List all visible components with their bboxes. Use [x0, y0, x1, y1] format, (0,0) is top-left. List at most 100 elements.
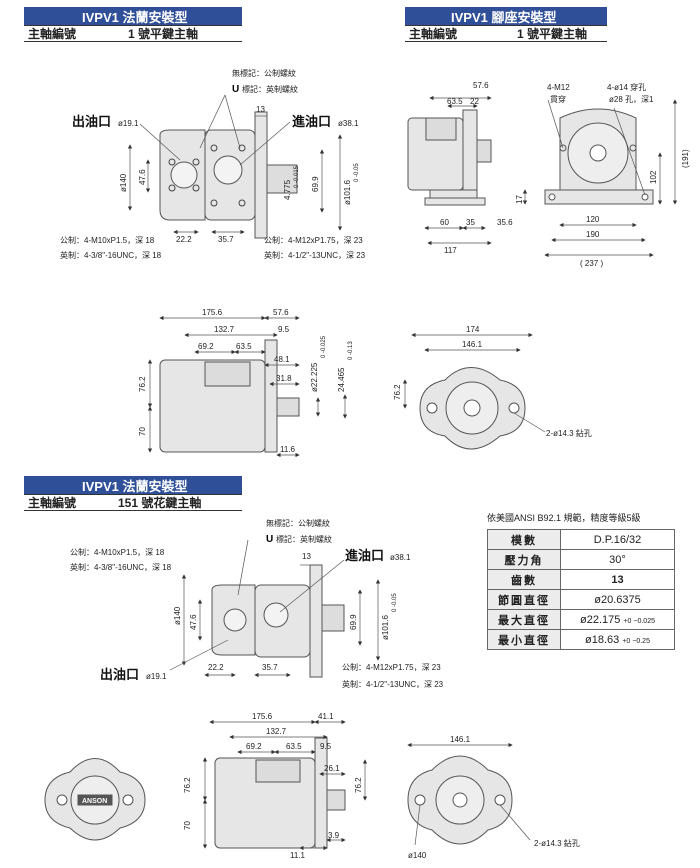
pump-end-view-bottom: [407, 755, 513, 845]
foot-through: 貫穿: [550, 94, 566, 104]
pump-side-view-mid: [159, 339, 300, 453]
shaft-row-flange-1: 主軸編號 1 號平鍵主軸: [24, 25, 242, 42]
spec-key: 最大直徑: [487, 609, 561, 630]
b-dim-140: ø140: [173, 606, 182, 625]
dim-4-775: 4.775: [283, 179, 292, 200]
foot-dim-60: 60: [440, 218, 449, 227]
bm-dim-69-2: 69.2: [246, 742, 262, 751]
u-mark-note: 標記：英制螺紋: [242, 84, 298, 94]
outlet-label: 進油口: [292, 114, 331, 129]
bm-dim-3-9: 3.9: [328, 831, 340, 840]
pump-end-view-mid: [419, 367, 526, 450]
inch-thread-right: 英制：4-1/2"-13UNC，深 23: [264, 250, 366, 260]
section-title-foot: IVPV1 腳座安裝型: [405, 7, 607, 25]
spec-value: ø18.63: [585, 633, 620, 646]
section-title-flange-1: IVPV1 法蘭安裝型: [24, 7, 242, 25]
b-dim-47-6: 47.6: [189, 614, 198, 630]
shaft-value: 1 號平鍵主軸: [128, 27, 199, 41]
spec-key: 齒數: [487, 569, 561, 590]
dim-140: ø140: [119, 173, 128, 192]
foot-dim-237: ( 237 ): [580, 259, 603, 268]
bm-dim-132-7: 132.7: [266, 727, 287, 736]
b-inch-right: 英制：4-1/2"-13UNC，深 23: [342, 679, 444, 689]
shaft-value: 151 號花鍵主軸: [118, 496, 202, 510]
foot-spot-28: ø28 孔，深1: [609, 95, 654, 104]
foot-dim-35-6: 35.6: [497, 218, 513, 227]
b-u-mark: U: [266, 534, 273, 545]
b-outlet-size: ø38.1: [390, 553, 411, 562]
shaft-value: 1 號平鍵主軸: [517, 27, 588, 41]
foot-dim-57-6: 57.6: [473, 81, 489, 90]
br-holes: 2-ø14.3 鉆孔: [534, 838, 580, 848]
b-no-mark: 無標記：公制螺紋: [266, 518, 330, 528]
mid-dim-63-5: 63.5: [236, 342, 252, 351]
b-dim-69-9: 69.9: [349, 614, 358, 630]
b-dim-22-2: 22.2: [208, 663, 224, 672]
end-holes: 2-ø14.3 鉆孔: [546, 428, 592, 438]
foot-dim-35: 35: [466, 218, 475, 227]
bm-dim-175-6: 175.6: [252, 712, 273, 721]
shaft-label: 主軸編號: [28, 27, 77, 41]
mid-dim-76-2: 76.2: [138, 376, 147, 392]
end-dim-174: 174: [466, 325, 480, 334]
spec-value-cell: ø22.175 +0 −0.025: [560, 609, 675, 630]
mid-dim-57-6: 57.6: [273, 308, 289, 317]
foot-m12: 4-M12: [547, 83, 570, 92]
mid-dim-9-5: 9.5: [278, 325, 290, 334]
foot-dim-102: 102: [649, 170, 658, 184]
shaft-row-foot: 主軸編號 1 號平鍵主軸: [405, 25, 607, 42]
b-metric-right: 公制：4-M12xP1.75，深 23: [342, 662, 441, 672]
foot-side-view: [407, 109, 492, 206]
foot-hole-14: 4-ø14 穿孔: [607, 82, 646, 92]
shaft-label: 主軸編號: [409, 27, 458, 41]
br-dim-146-1: 146.1: [450, 735, 471, 744]
spec-tolerance: +0 −0.25: [622, 637, 650, 645]
spec-value: ø20.6375: [560, 589, 675, 610]
spec-caption: 依美國ANSI B92.1 規範，精度等級5級: [487, 513, 641, 523]
bm-dim-76-2-right: 76.2: [354, 777, 363, 793]
inch-thread-left: 英制：4-3/8"-16UNC，深 18: [60, 250, 162, 260]
bm-dim-63-5: 63.5: [286, 742, 302, 751]
mid-dim-31-8: 31.8: [276, 374, 292, 383]
b-metric-left: 公制：4-M10xP1.5，深 18: [70, 547, 165, 557]
brand-logo: ANSON: [82, 798, 107, 805]
pump-side-view-bottom: [214, 737, 346, 849]
foot-dim-191: (191): [681, 149, 690, 168]
b-dim-101-6: ø101.6: [381, 615, 390, 640]
spec-key: 壓力角: [487, 549, 561, 570]
spec-value: ø22.175: [580, 613, 621, 626]
spec-key: 節圓直徑: [487, 589, 561, 610]
bm-dim-26-1: 26.1: [324, 764, 340, 773]
bm-dim-41-1: 41.1: [318, 712, 334, 721]
b-outlet: 進油口: [345, 548, 384, 563]
mid-dim-11-6: 11.6: [280, 445, 296, 454]
b-inlet: 出油口: [100, 667, 139, 682]
mid-dim-24-465-tol: 0 -0.13: [348, 341, 354, 360]
b-dim-13: 13: [302, 552, 311, 561]
mid-dim-70: 70: [138, 427, 147, 436]
br-dim-140: ø140: [408, 851, 427, 860]
u-mark: U: [232, 84, 239, 95]
section-title-flange-2: IVPV1 法蘭安裝型: [24, 476, 242, 494]
shaft-label: 主軸編號: [28, 496, 77, 510]
end-dim-146-1: 146.1: [462, 340, 483, 349]
bolt-holes-top: [168, 144, 246, 207]
dim-4-775-tol: 0 -0.015: [294, 165, 300, 188]
b-inlet-size: ø19.1: [146, 672, 167, 681]
flange-front-view-bottom: [211, 564, 345, 678]
foot-dim-190: 190: [586, 230, 600, 239]
b-u-note: 標記：英制螺紋: [276, 534, 332, 544]
anson-end-view: [44, 758, 146, 841]
foot-dim-22: 22: [470, 97, 479, 106]
dim-101-6: ø101.6: [343, 180, 352, 205]
bm-dim-9-5: 9.5: [320, 742, 332, 751]
metric-thread-left: 公制：4-M10xP1.5，深 18: [60, 235, 155, 245]
flange-front-view-top: [159, 111, 298, 239]
foot-dim-117: 117: [444, 246, 457, 255]
